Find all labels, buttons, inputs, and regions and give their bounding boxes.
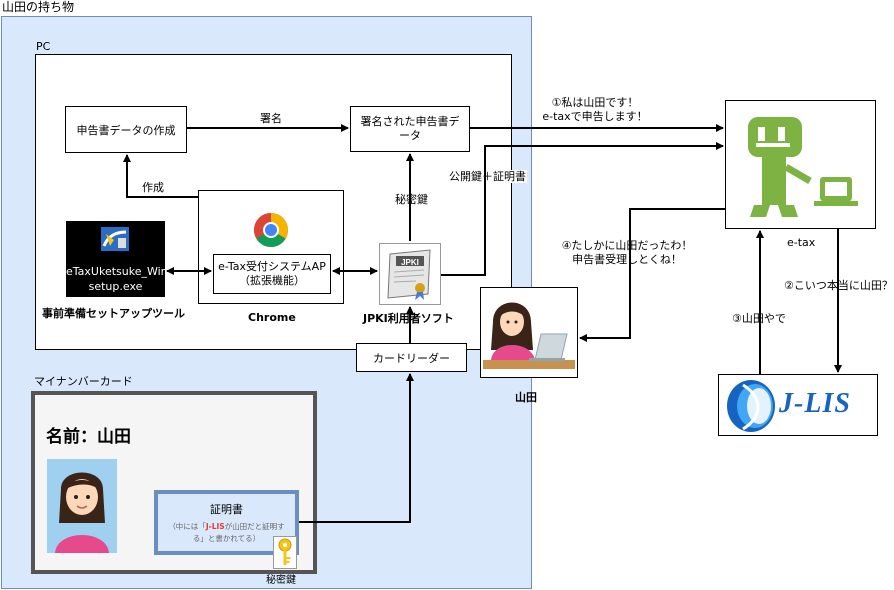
etax-label: e-tax: [787, 236, 816, 249]
setup-tool-line1: eTaxUketsuke_Win: [66, 265, 168, 278]
message-3-label: ③山田やで: [732, 312, 786, 325]
person-box: [480, 287, 578, 378]
private-key-label: 秘密鍵: [266, 575, 296, 586]
key-icon: [278, 538, 292, 565]
card-reader-box[interactable]: カードリーダー: [356, 343, 467, 372]
private-key-box: [273, 536, 297, 569]
certificate-desc-prefix: （中には「: [168, 522, 206, 531]
region-title: 山田の持ち物: [2, 0, 75, 14]
setup-tool-line2: setup.exe: [88, 280, 143, 293]
etax-extension-line2: （拡張機能）: [239, 274, 305, 287]
pubkey-label: 公開鍵＋証明書: [448, 170, 527, 183]
jlis-wordmark: J-LIS: [779, 388, 851, 419]
etax-extension-line1: e-Tax受付システムAP: [218, 260, 326, 273]
signed-doc-line2: ータ: [399, 129, 421, 142]
person-at-laptop-icon: [483, 302, 575, 369]
edge-label-create: 作成: [142, 181, 164, 194]
etax-mascot-icon: [748, 117, 858, 217]
card-reader-label: カードリーダー: [373, 351, 450, 365]
certificate-desc-suffix: が山田だと証明す: [224, 522, 285, 531]
message-4-line2: 申告書受理しとくね！: [572, 253, 682, 266]
doc-create-label: 申告書データの作成: [76, 123, 176, 137]
signed-doc-line1: 署名された申告書デ: [360, 115, 460, 128]
woman-avatar-icon: [55, 472, 109, 553]
setup-tool-logo-icon: [101, 227, 129, 251]
message-1-line1: ①私は山田です！: [551, 96, 639, 109]
certificate-desc-highlight: J-LIS: [205, 522, 225, 531]
card-holder-name: 名前：山田: [46, 427, 131, 447]
jpki-caption: JPKI利用者ソフト: [363, 312, 454, 325]
setup-tool-caption: 事前準備セットアップツール: [42, 307, 185, 320]
certificate-icon: JPKI: [387, 249, 431, 300]
doc-create-box[interactable]: 申告書データの作成: [65, 106, 187, 153]
etax-extension-box[interactable]: e-Tax受付システムAP （拡張機能）: [213, 254, 331, 294]
chrome-caption: Chrome: [248, 311, 296, 324]
message-1-line2: e-taxで申告します！: [542, 110, 648, 123]
jlis-box[interactable]: J-LIS: [718, 374, 878, 436]
etax-box[interactable]: [725, 100, 876, 229]
chrome-icon: [254, 213, 288, 247]
signed-doc-box[interactable]: 署名された申告書デ ータ: [350, 106, 470, 152]
jlis-logo-icon: [727, 380, 775, 432]
person-label: 山田: [515, 391, 537, 404]
jpki-software-icon[interactable]: JPKI: [379, 243, 441, 305]
message-2-label: ②こいつ本当に山田？: [784, 279, 893, 292]
card-photo: [47, 459, 117, 553]
jpki-badge-text: JPKI: [401, 258, 419, 267]
edge-label-private-key: 秘密鍵: [395, 193, 428, 206]
pc-label: PC: [36, 40, 51, 53]
mynumber-label: マイナンバーカード: [34, 375, 133, 388]
edge-label-sign: 署名: [260, 112, 282, 125]
arrow-etax-person: [579, 208, 725, 342]
message-4-line1: ④たしかに山田だったわ！: [561, 239, 693, 252]
certificate-desc-line2: る」と書かれてる）: [192, 534, 261, 543]
setup-tool-icon[interactable]: eTaxUketsuke_Win setup.exe: [66, 221, 168, 297]
certificate-title: 証明書: [210, 503, 243, 516]
